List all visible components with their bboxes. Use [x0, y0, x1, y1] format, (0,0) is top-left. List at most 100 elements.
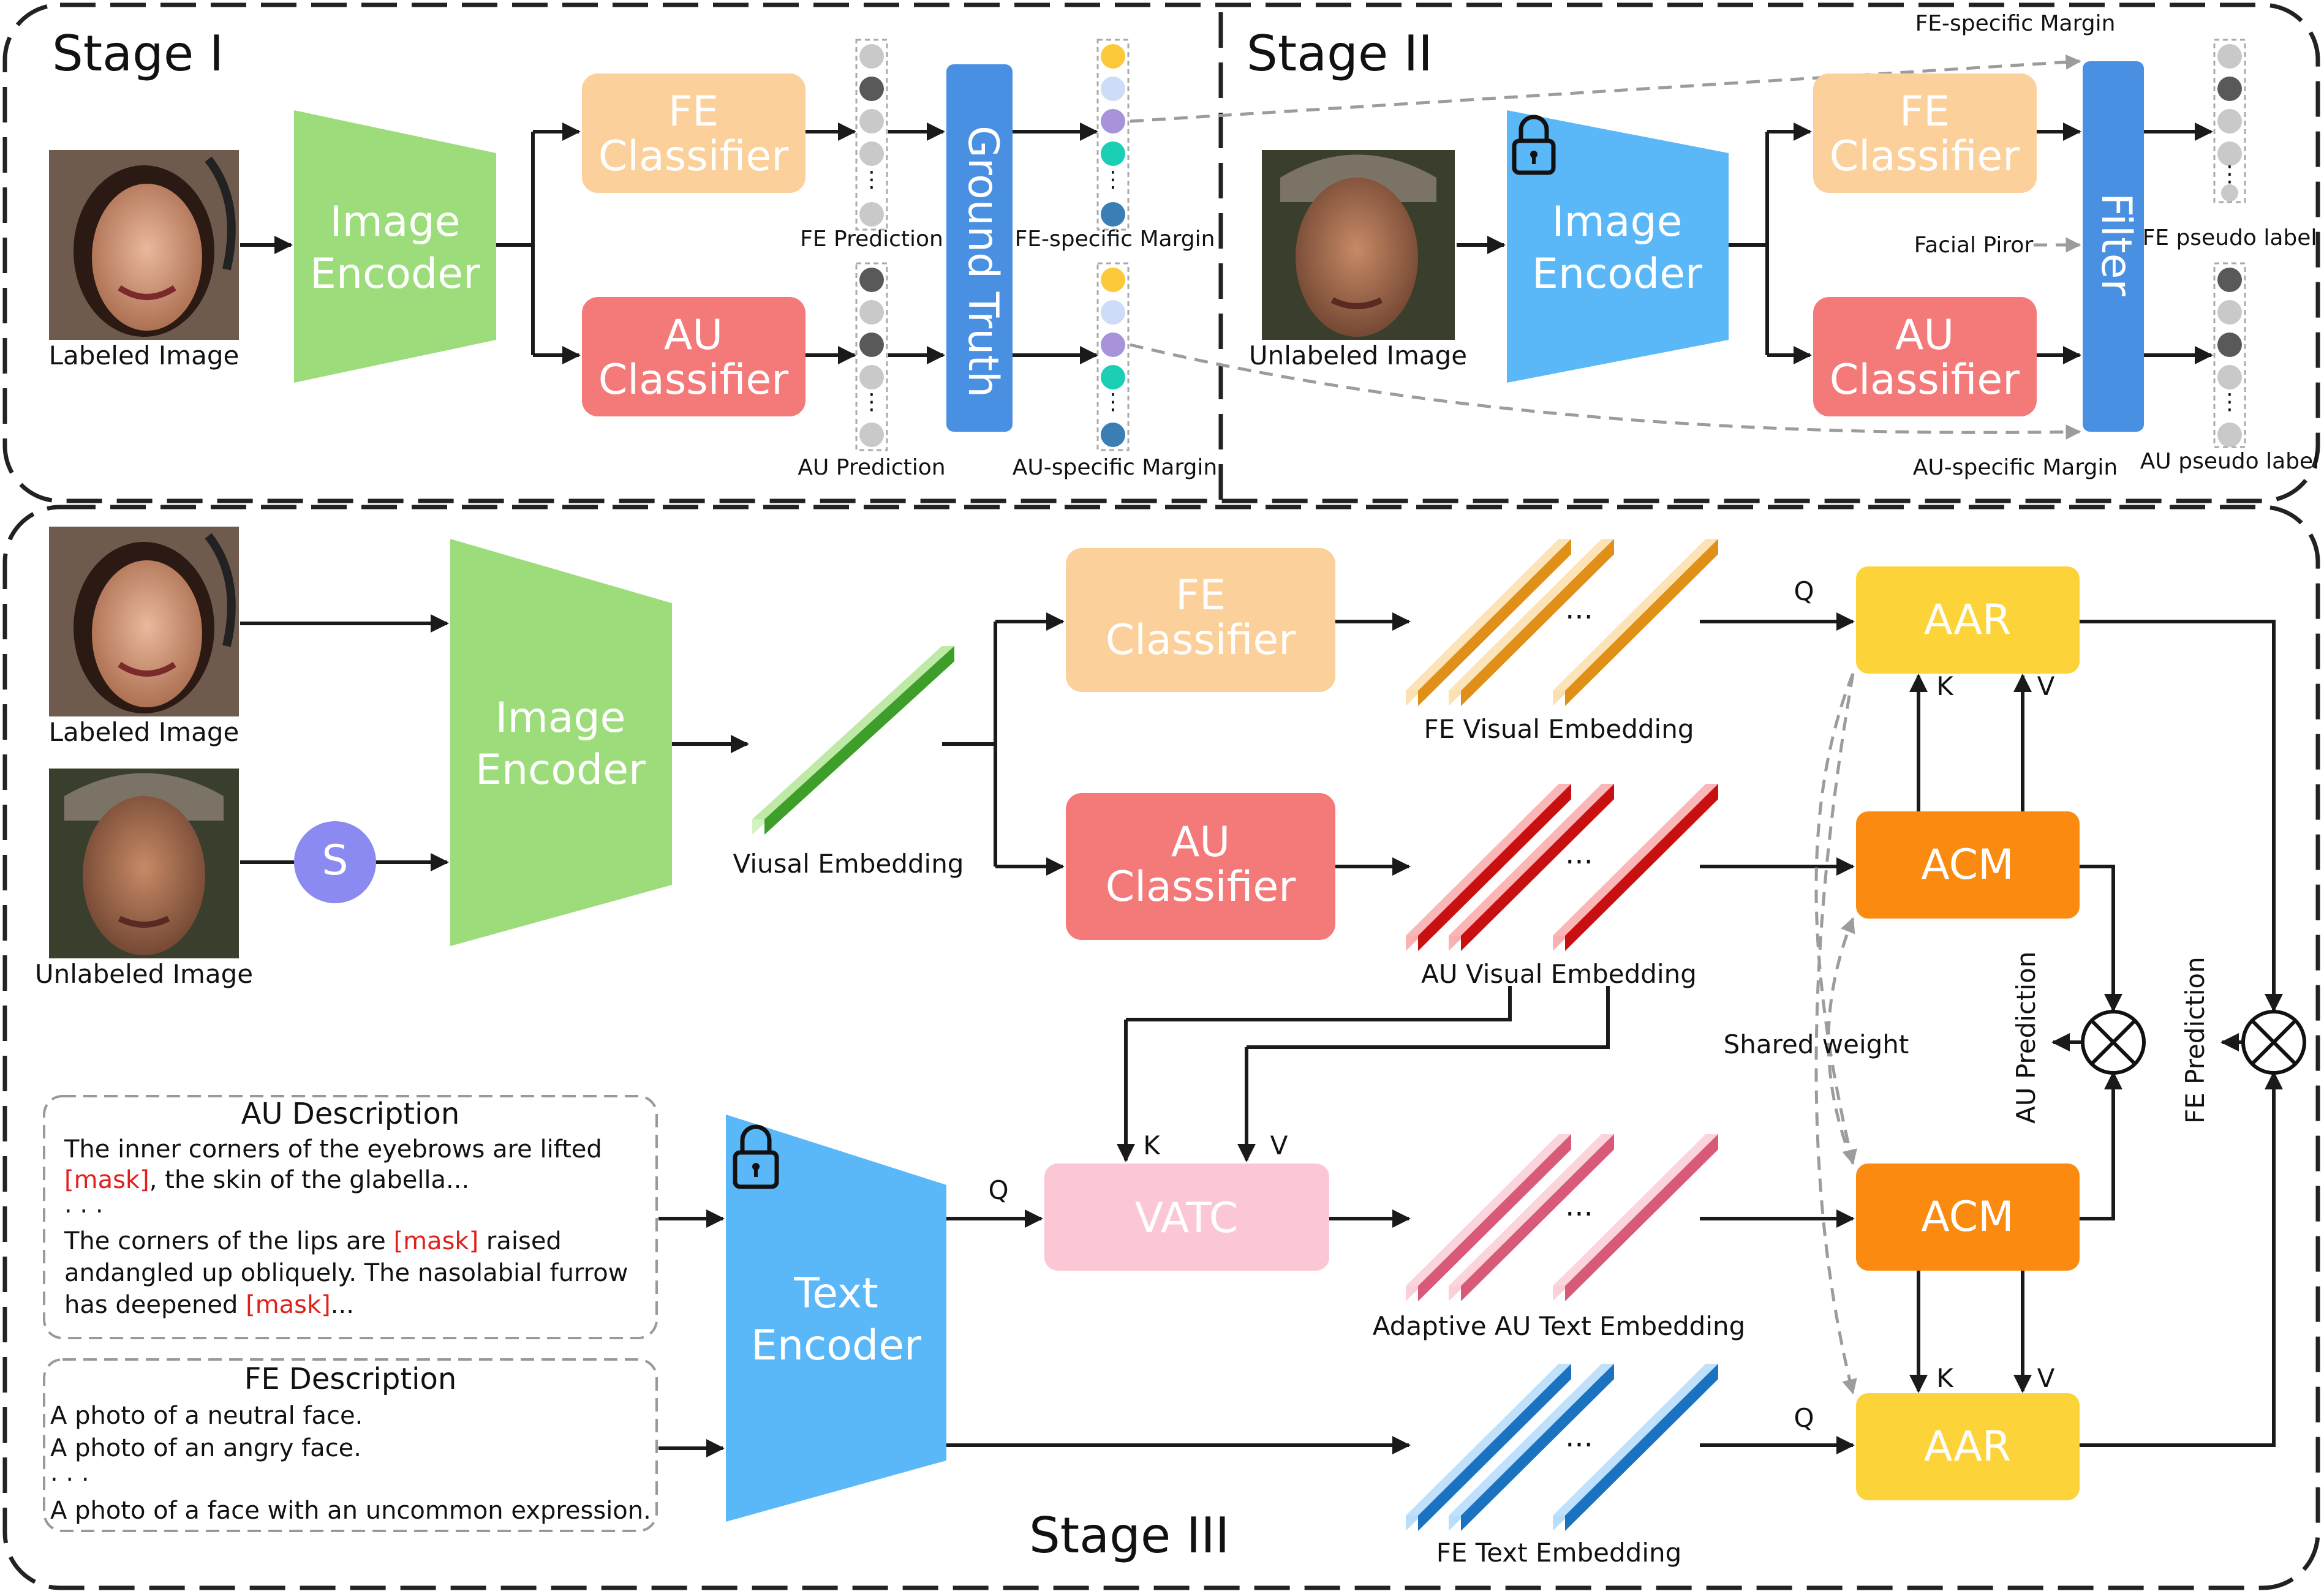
svg-text:The inner corners of the eyebr: The inner corners of the eyebrows are li…: [64, 1135, 602, 1164]
image-encoder-stage2-frozen: Image Encoder: [1507, 110, 1729, 383]
svg-text:AU: AU: [1171, 818, 1230, 867]
svg-text:. . .: . . .: [64, 1190, 104, 1219]
ground-truth-block: Ground Truth: [946, 64, 1013, 432]
svg-text:Encoder: Encoder: [475, 746, 646, 794]
stage-3-title: Stage III: [1029, 1507, 1229, 1564]
svg-text:Text: Text: [793, 1269, 878, 1318]
au-visual-embedding-label: AU Visual Embedding: [1421, 959, 1697, 989]
fe-classifier-stage1: FE Classifier: [582, 73, 805, 193]
fe-margin-transfer-arrow: [1130, 54, 2081, 123]
unlabeled-image-label-stage2: Unlabeled Image: [1249, 340, 1467, 370]
svg-text:Classifier: Classifier: [1106, 863, 1296, 911]
text-encoder-frozen: Text Encoder: [726, 1115, 946, 1522]
svg-text:⋮: ⋮: [1102, 389, 1124, 415]
svg-text:FE Description: FE Description: [244, 1362, 457, 1396]
au-margin-label-stage2: AU-specific Margin: [1913, 455, 2118, 480]
unlabeled-image-stage2: [1262, 150, 1455, 340]
svg-text:FE: FE: [1900, 88, 1950, 136]
svg-text:Ground Truth: Ground Truth: [959, 126, 1007, 397]
svg-text:A photo of a neutral face.: A photo of a neutral face.: [50, 1402, 363, 1430]
adaptive-au-text-embedding-label: Adaptive AU Text Embedding: [1373, 1311, 1746, 1341]
svg-text:FE: FE: [1175, 571, 1226, 620]
arrow: [496, 132, 535, 247]
aar-block-bottom: AAR: [1856, 1393, 2080, 1500]
labeled-image-label-stage1: Labeled Image: [49, 340, 240, 370]
image-encoder-stage1: Image Encoder: [294, 110, 496, 383]
shared-weight-arc: [1827, 917, 1855, 1164]
svg-text:Image: Image: [496, 694, 626, 742]
au-prediction-output-label: AU Prediction: [2011, 952, 2041, 1124]
shared-weight-label: Shared weight: [1724, 1029, 1909, 1059]
filter-block: Filter: [2083, 61, 2144, 432]
svg-text:Classifier: Classifier: [598, 356, 788, 404]
svg-text:⋮: ⋮: [2219, 389, 2241, 415]
k-label: K: [1936, 1363, 1954, 1393]
au-prediction-label: AU Prediction: [798, 455, 945, 480]
arrow: [2080, 865, 2115, 1004]
lock-icon: [733, 1124, 779, 1189]
svg-text:has deepened [mask]...: has deepened [mask]...: [64, 1291, 354, 1319]
svg-text:S: S: [322, 836, 348, 885]
svg-text:⋮: ⋮: [1102, 167, 1124, 192]
unlabeled-image-stage3: [49, 769, 239, 958]
svg-text:The corners of the lips are [m: The corners of the lips are [mask] raise…: [64, 1227, 562, 1255]
fe-margin-vector: ⋮: [1096, 39, 1130, 231]
aar-block-top: AAR: [1856, 566, 2080, 674]
au-classifier-stage2: AU Classifier: [1813, 297, 2037, 416]
svg-text:[mask], the skin of the glabel: [mask], the skin of the glabella...: [64, 1166, 469, 1194]
svg-text:...: ...: [1565, 1419, 1593, 1454]
acm-block-bottom: ACM: [1856, 1164, 2080, 1271]
labeled-image-label-stage3: Labeled Image: [49, 717, 240, 747]
arrow: [2080, 1075, 2115, 1220]
au-classifier-stage3: AU Classifier: [1066, 793, 1335, 940]
fe-visual-embedding-bars: ...: [1406, 539, 1718, 706]
svg-text:⋮: ⋮: [861, 167, 883, 192]
arrow: [2080, 620, 2276, 1004]
vatc-block: VATC: [1044, 1164, 1329, 1271]
svg-text:A photo of an angry face.: A photo of an angry face.: [50, 1434, 361, 1462]
v-label: V: [2037, 671, 2055, 701]
visual-embedding-label: Viusal Embedding: [733, 849, 964, 879]
svg-text:. . .: . . .: [50, 1459, 89, 1487]
arrow: [1247, 986, 1610, 1049]
fe-classifier-stage2: FE Classifier: [1813, 73, 2037, 193]
stage-1-title: Stage I: [52, 25, 224, 82]
svg-text:...: ...: [1565, 1189, 1593, 1223]
svg-text:...: ...: [1565, 836, 1593, 871]
svg-text:Image: Image: [330, 198, 461, 246]
unlabeled-image-label-stage3: Unlabeled Image: [35, 959, 253, 989]
fe-multiply-icon: [2241, 1010, 2306, 1075]
fe-text-embedding-bars: ...: [1406, 1364, 1718, 1531]
au-pseudo-label: AU pseudo label: [2140, 449, 2319, 474]
svg-text:Filter: Filter: [2092, 193, 2140, 296]
au-description-box: AU Description The inner corners of the …: [43, 1095, 658, 1339]
v-label: V: [1270, 1130, 1288, 1160]
fe-pseudo-label-vector: ⋮: [2213, 39, 2246, 203]
fe-description-box: FE Description A photo of a neutral face…: [43, 1358, 658, 1532]
au-visual-embedding-bars: ...: [1406, 784, 1718, 951]
svg-text:AAR: AAR: [1924, 1423, 2011, 1471]
au-margin-vector: ⋮: [1096, 262, 1130, 451]
arrow: [942, 622, 997, 746]
svg-text:⋮: ⋮: [2219, 162, 2241, 187]
fe-visual-embedding-label: FE Visual Embedding: [1424, 714, 1694, 744]
arrow: [2080, 1075, 2276, 1447]
adaptive-au-text-embedding-bars: ...: [1406, 1134, 1718, 1301]
svg-text:Classifier: Classifier: [598, 132, 788, 181]
q-label: Q: [1794, 1403, 1814, 1433]
au-multiply-icon: [2081, 1010, 2146, 1075]
shared-weight-arc: [1814, 673, 1857, 1165]
fe-prediction-label: FE Prediction: [800, 227, 943, 252]
svg-text:ACM: ACM: [1921, 1193, 2013, 1241]
arrow: [1729, 132, 1769, 247]
au-prediction-vector: ⋮: [855, 262, 888, 451]
svg-text:A photo of a face with an unco: A photo of a face with an uncommon expre…: [50, 1497, 651, 1525]
labeled-image-stage3: [49, 527, 239, 716]
v-label: V: [2037, 1363, 2055, 1393]
svg-text:AU: AU: [664, 311, 723, 359]
image-encoder-stage3: Image Encoder: [450, 539, 672, 946]
fe-classifier-stage3: FE Classifier: [1066, 548, 1335, 692]
visual-embedding-bar: [752, 646, 954, 835]
svg-text:VATC: VATC: [1135, 1194, 1238, 1242]
